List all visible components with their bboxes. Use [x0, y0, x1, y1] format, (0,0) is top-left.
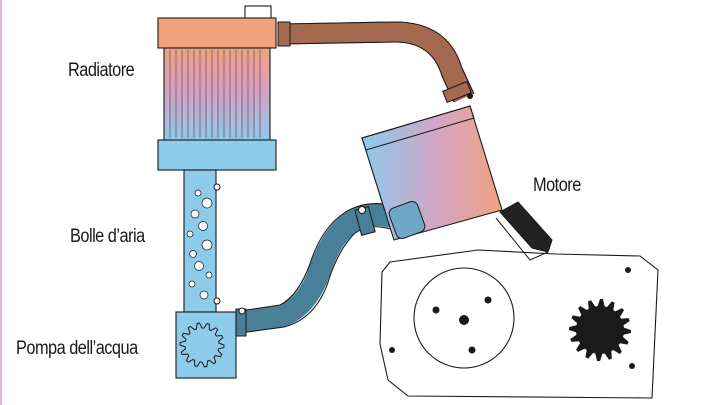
- air-bubble: [189, 250, 197, 258]
- bubble-pipe: [183, 169, 221, 313]
- air-bubble: [205, 271, 213, 279]
- engine-valve-cover: [499, 201, 553, 253]
- hot-hose-clamp: [277, 21, 291, 47]
- radiator: [157, 5, 277, 171]
- radiator-top-tank: [157, 17, 277, 49]
- air-bubble: [201, 239, 213, 251]
- engine-label: Motore: [533, 175, 581, 196]
- air-bubble: [194, 261, 204, 271]
- air-bubble: [188, 280, 196, 288]
- pump-impeller: [179, 322, 225, 368]
- radiator-bottom-tank: [157, 139, 277, 171]
- air-bubble: [186, 230, 194, 238]
- engine-gear: [569, 299, 631, 361]
- cold-hose: [238, 203, 412, 333]
- radiator-fins: [169, 50, 261, 138]
- engine-block: [379, 201, 659, 399]
- air-bubble: [194, 189, 202, 197]
- left-edge-line: [0, 0, 2, 405]
- water-pump: [175, 311, 237, 379]
- radiator-label: Radiatore: [68, 60, 135, 81]
- air-bubble: [201, 197, 213, 209]
- hot-hose: [281, 21, 474, 103]
- air-bubble: [198, 221, 208, 231]
- air-bubbles-label: Bolle d’aria: [70, 226, 145, 247]
- air-bubble: [199, 290, 209, 300]
- water-pump-label: Pompa dell’acqua: [16, 338, 138, 359]
- air-bubble: [190, 209, 200, 219]
